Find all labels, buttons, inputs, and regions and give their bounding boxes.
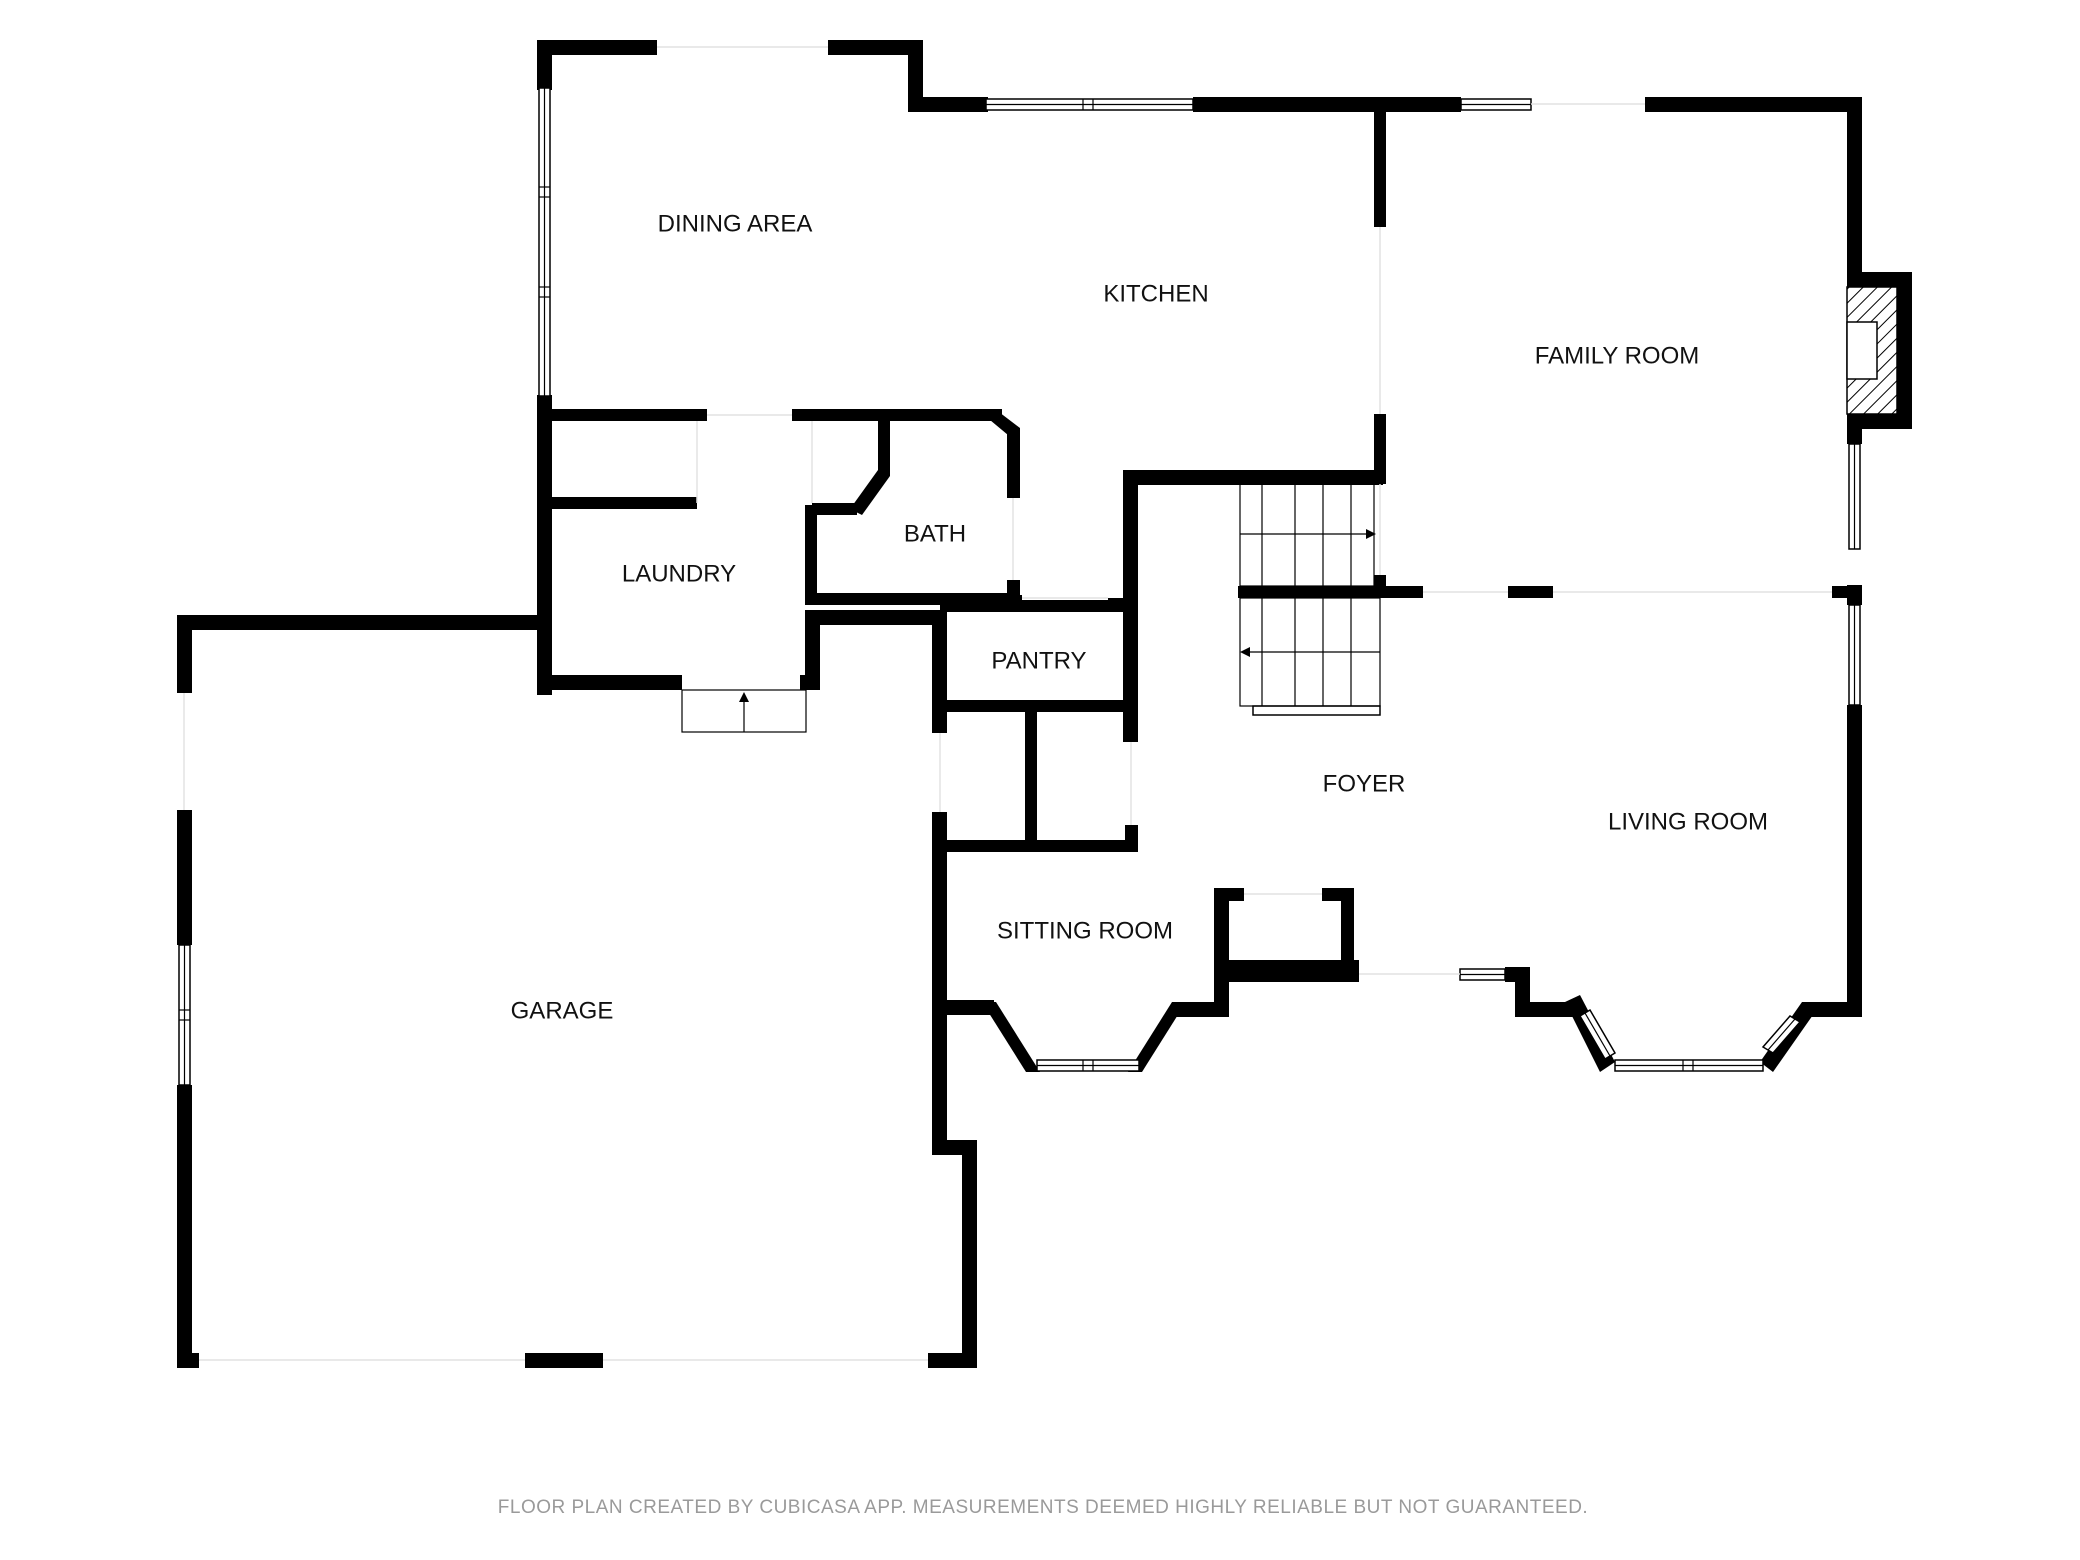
label-living-room: LIVING ROOM [1608,808,1768,835]
label-garage: GARAGE [511,997,614,1024]
label-bath: BATH [904,520,966,547]
label-foyer: FOYER [1323,770,1406,797]
label-laundry: LAUNDRY [622,560,736,587]
room-labels: DINING AREA KITCHEN FAMILY ROOM BATH LAU… [511,210,1768,1024]
label-kitchen: KITCHEN [1103,280,1208,307]
disclaimer-text: FLOOR PLAN CREATED BY CUBICASA APP. MEAS… [498,1497,1588,1518]
label-pantry: PANTRY [991,647,1086,674]
label-dining-area: DINING AREA [658,210,813,237]
openings [183,46,1832,1361]
walls [177,40,1912,1368]
fireplace [1846,286,1898,415]
staircase [1239,479,1381,707]
label-sitting-room: SITTING ROOM [997,917,1173,944]
windows [178,87,1861,1086]
label-family-room: FAMILY ROOM [1535,342,1699,369]
